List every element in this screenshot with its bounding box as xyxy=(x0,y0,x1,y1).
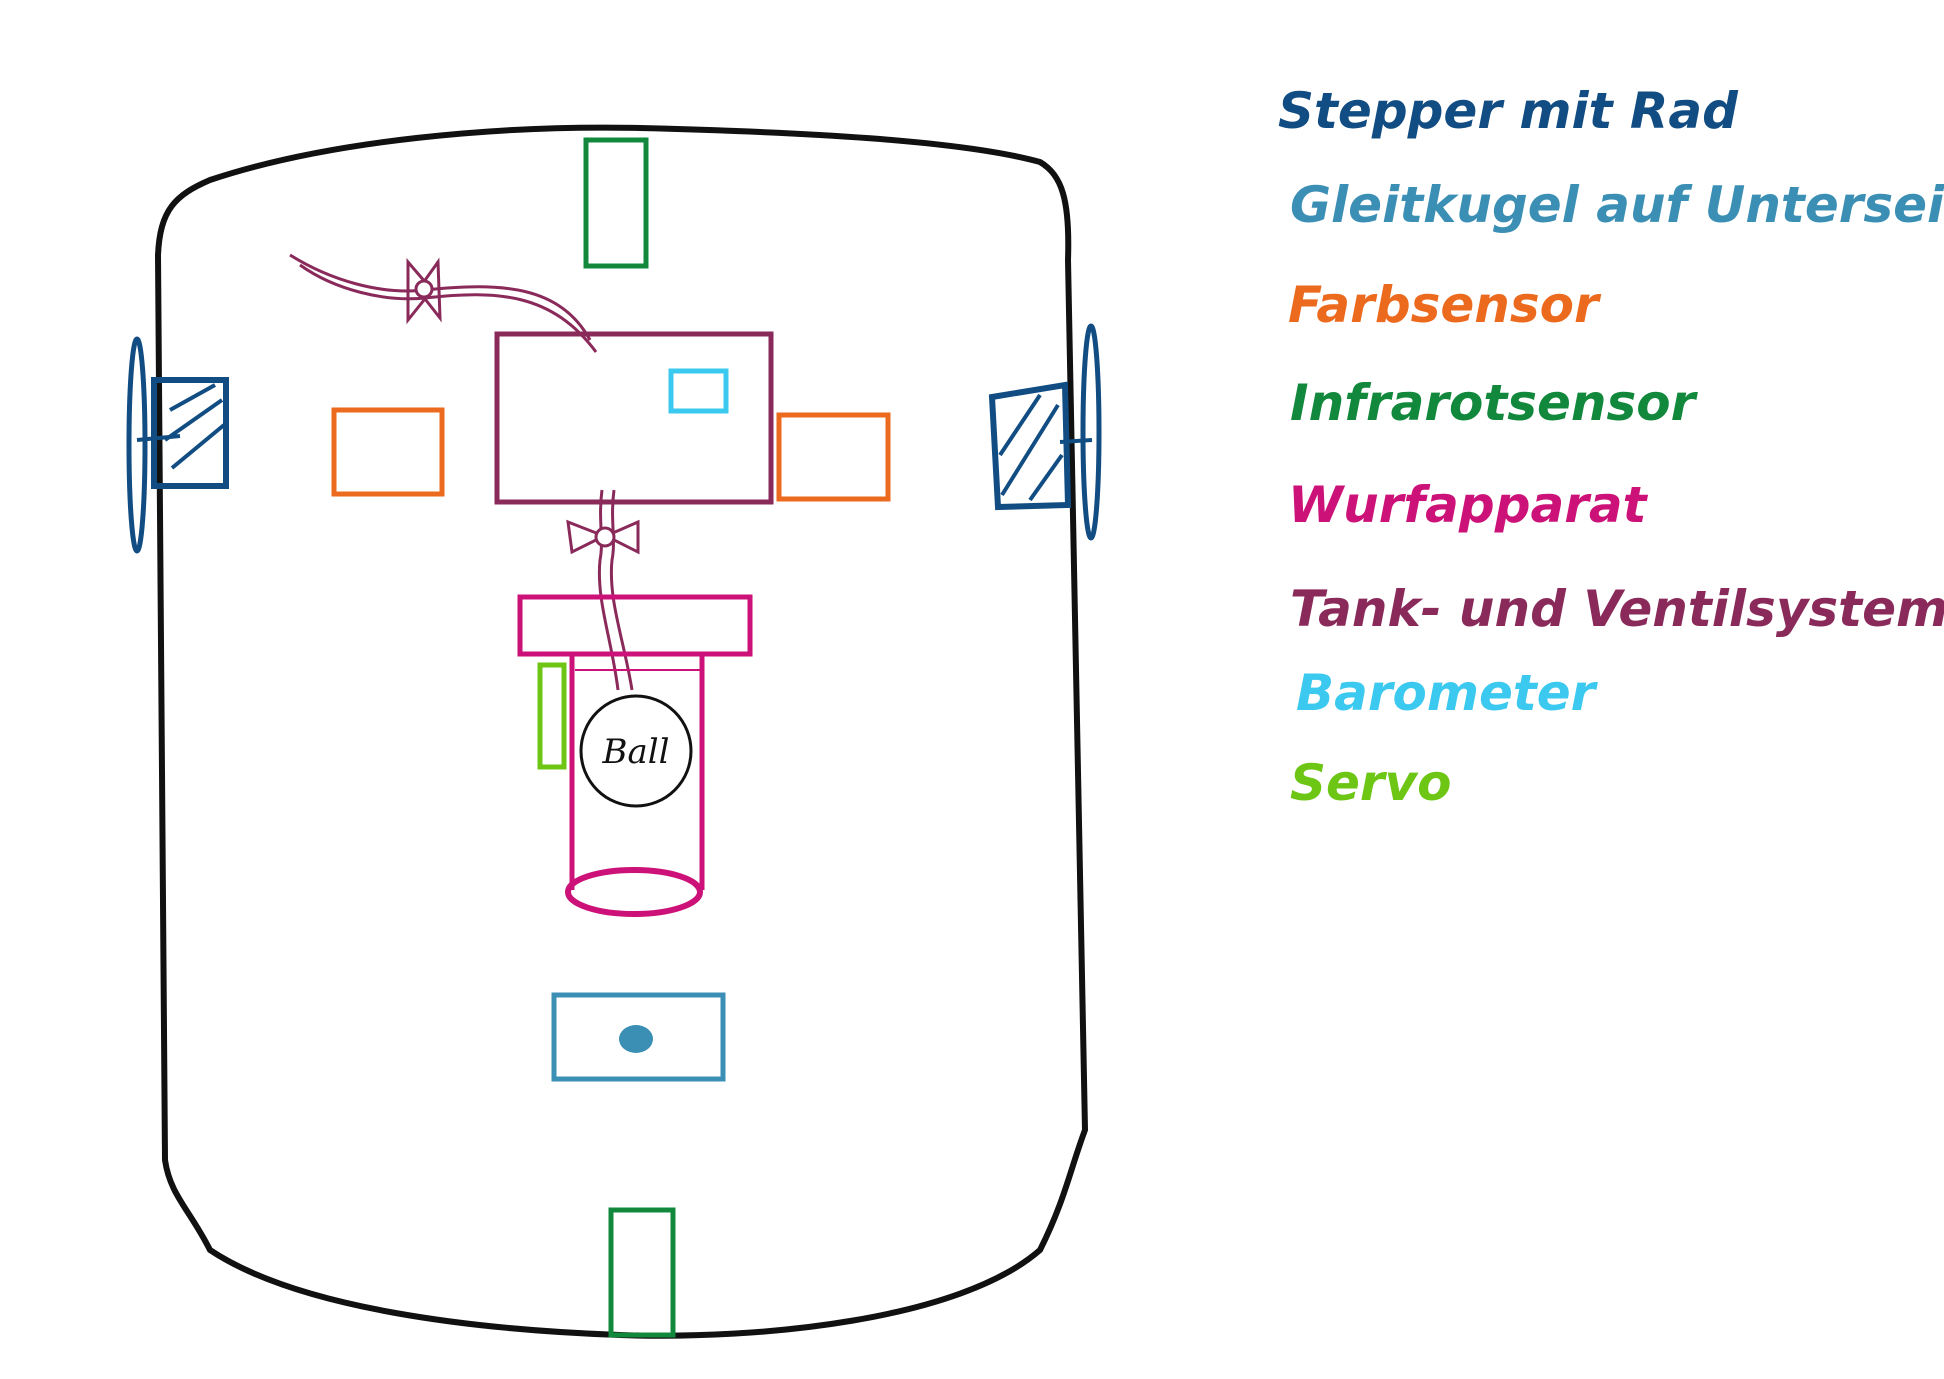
legend: Stepper mit Rad Gleitkugel auf Unterseit… xyxy=(1278,82,1944,812)
legend-servo: Servo xyxy=(1290,754,1452,812)
infrared-sensor-rear xyxy=(608,1207,676,1338)
color-sensor-right xyxy=(776,412,891,502)
legend-stepper: Stepper mit Rad xyxy=(1278,82,1739,140)
glide-ball-housing xyxy=(551,992,726,1082)
wheel-right xyxy=(1080,323,1102,541)
legend-glide-ball: Gleitkugel auf Unterseite xyxy=(1290,176,1944,234)
infrared-sensor-front xyxy=(583,137,649,269)
wheel-left xyxy=(126,336,148,554)
barometer xyxy=(668,368,729,414)
legend-launcher: Wurfapparat xyxy=(1288,476,1649,534)
lower-hose-valve xyxy=(566,489,640,691)
launcher-tube xyxy=(569,654,705,890)
glide-ball-dot xyxy=(619,1025,653,1053)
glide-ball xyxy=(551,992,726,1082)
launcher xyxy=(517,594,753,917)
legend-color-sensor: Farbsensor xyxy=(1288,276,1602,334)
launcher-top-bar xyxy=(517,594,753,657)
servo xyxy=(537,662,567,770)
chassis-outline xyxy=(155,124,1088,1339)
color-sensor-left xyxy=(331,407,445,497)
ball xyxy=(579,694,693,808)
legend-barometer: Barometer xyxy=(1296,664,1599,722)
launcher-opening xyxy=(565,867,703,917)
stepper-motor-right xyxy=(988,381,1072,511)
tank xyxy=(494,331,774,505)
valve-lower xyxy=(566,519,640,555)
stepper-right xyxy=(988,323,1102,541)
valve-top xyxy=(406,257,442,325)
stepper-left xyxy=(126,336,229,554)
legend-infrared-sensor: Infrarotsensor xyxy=(1290,374,1699,432)
legend-tank-valve: Tank- und Ventilsystem xyxy=(1290,580,1944,638)
stepper-motor-left xyxy=(151,377,229,489)
top-hose-valve xyxy=(289,253,598,353)
ball-label: Ball xyxy=(601,732,669,772)
